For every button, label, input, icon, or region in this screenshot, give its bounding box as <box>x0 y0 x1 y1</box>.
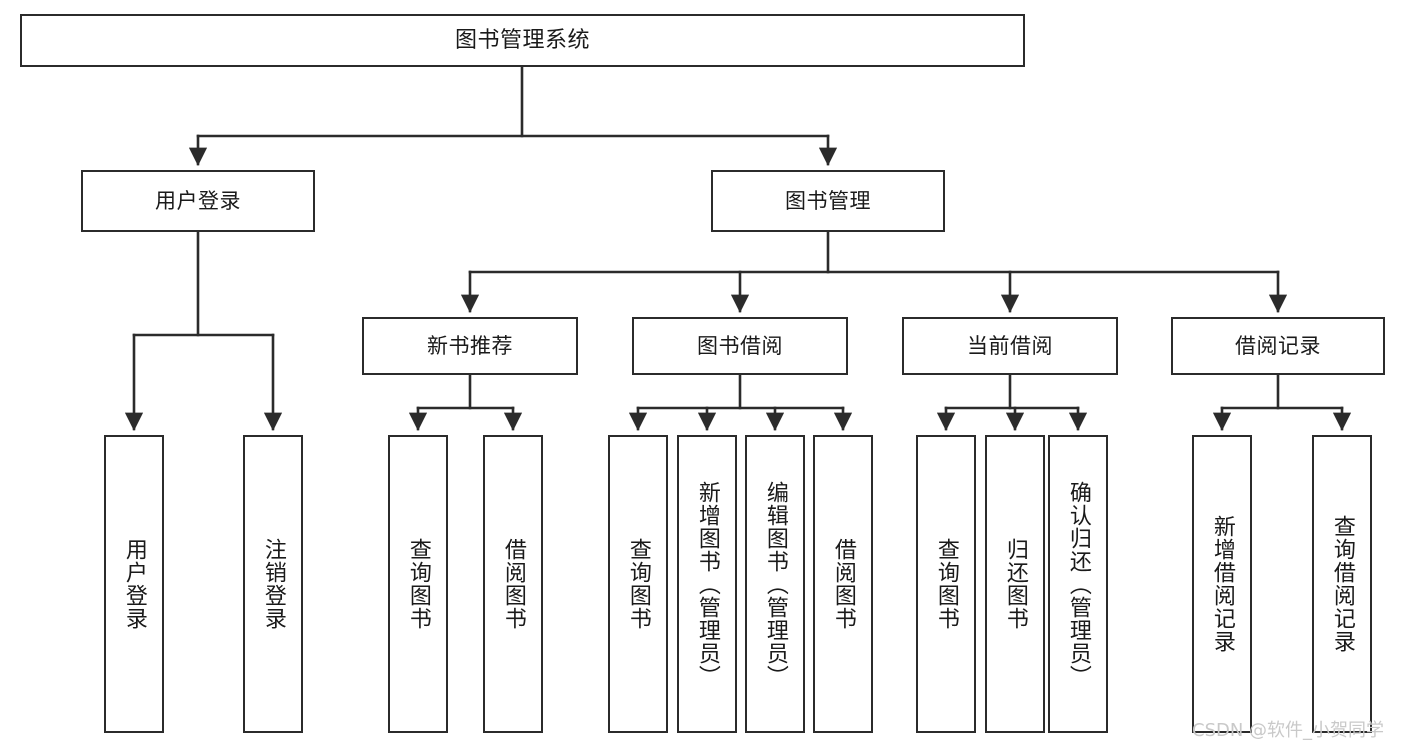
leaf-user-login-label: 用户登录 <box>121 538 147 630</box>
leaf-add-borrow-record-label: 新增借阅记录 <box>1209 515 1235 653</box>
leaf-add-borrow-record[interactable]: 新增借阅记录 <box>1192 435 1252 733</box>
leaf-query-borrow-record[interactable]: 查询借阅记录 <box>1312 435 1372 733</box>
leaf-borrow-books[interactable]: 借阅图书 <box>813 435 873 733</box>
leaf-query-borrow-record-label: 查询借阅记录 <box>1329 515 1355 653</box>
node-root-label: 图书管理系统 <box>454 27 590 53</box>
leaf-add-book-admin[interactable]: 新增图书（管理员） <box>677 435 737 733</box>
leaf-borrow-books-new-label: 借阅图书 <box>500 538 526 630</box>
leaf-edit-book-admin[interactable]: 编辑图书（管理员） <box>745 435 805 733</box>
leaf-query-books-borrow[interactable]: 查询图书 <box>608 435 668 733</box>
leaf-borrow-books-new[interactable]: 借阅图书 <box>483 435 543 733</box>
leaf-query-books-new[interactable]: 查询图书 <box>388 435 448 733</box>
node-user-login-label: 用户登录 <box>155 188 241 213</box>
leaf-return-books-label: 归还图书 <box>1002 538 1028 630</box>
node-current-borrow-label: 当前借阅 <box>967 333 1053 358</box>
node-new-book-recommend-label: 新书推荐 <box>427 333 513 358</box>
node-book-management-label: 图书管理 <box>785 188 871 213</box>
node-current-borrow[interactable]: 当前借阅 <box>902 317 1118 375</box>
leaf-logout-label: 注销登录 <box>260 538 286 630</box>
leaf-user-login[interactable]: 用户登录 <box>104 435 164 733</box>
node-book-borrow-label: 图书借阅 <box>697 333 783 358</box>
node-new-book-recommend[interactable]: 新书推荐 <box>362 317 578 375</box>
leaf-query-books-current-label: 查询图书 <box>933 538 959 630</box>
leaf-query-books-current[interactable]: 查询图书 <box>916 435 976 733</box>
leaf-borrow-books-label: 借阅图书 <box>830 538 856 630</box>
leaf-confirm-return-admin-label: 确认归还（管理员） <box>1065 480 1091 688</box>
node-book-management[interactable]: 图书管理 <box>711 170 945 232</box>
leaf-query-books-borrow-label: 查询图书 <box>625 538 651 630</box>
node-borrow-records-label: 借阅记录 <box>1235 333 1321 358</box>
leaf-query-books-new-label: 查询图书 <box>405 538 431 630</box>
leaf-logout[interactable]: 注销登录 <box>243 435 303 733</box>
node-book-borrow[interactable]: 图书借阅 <box>632 317 848 375</box>
node-user-login[interactable]: 用户登录 <box>81 170 315 232</box>
leaf-confirm-return-admin[interactable]: 确认归还（管理员） <box>1048 435 1108 733</box>
leaf-return-books[interactable]: 归还图书 <box>985 435 1045 733</box>
leaf-add-book-admin-label: 新增图书（管理员） <box>694 480 720 688</box>
node-root[interactable]: 图书管理系统 <box>20 14 1025 67</box>
node-borrow-records[interactable]: 借阅记录 <box>1171 317 1385 375</box>
leaf-edit-book-admin-label: 编辑图书（管理员） <box>762 480 788 688</box>
